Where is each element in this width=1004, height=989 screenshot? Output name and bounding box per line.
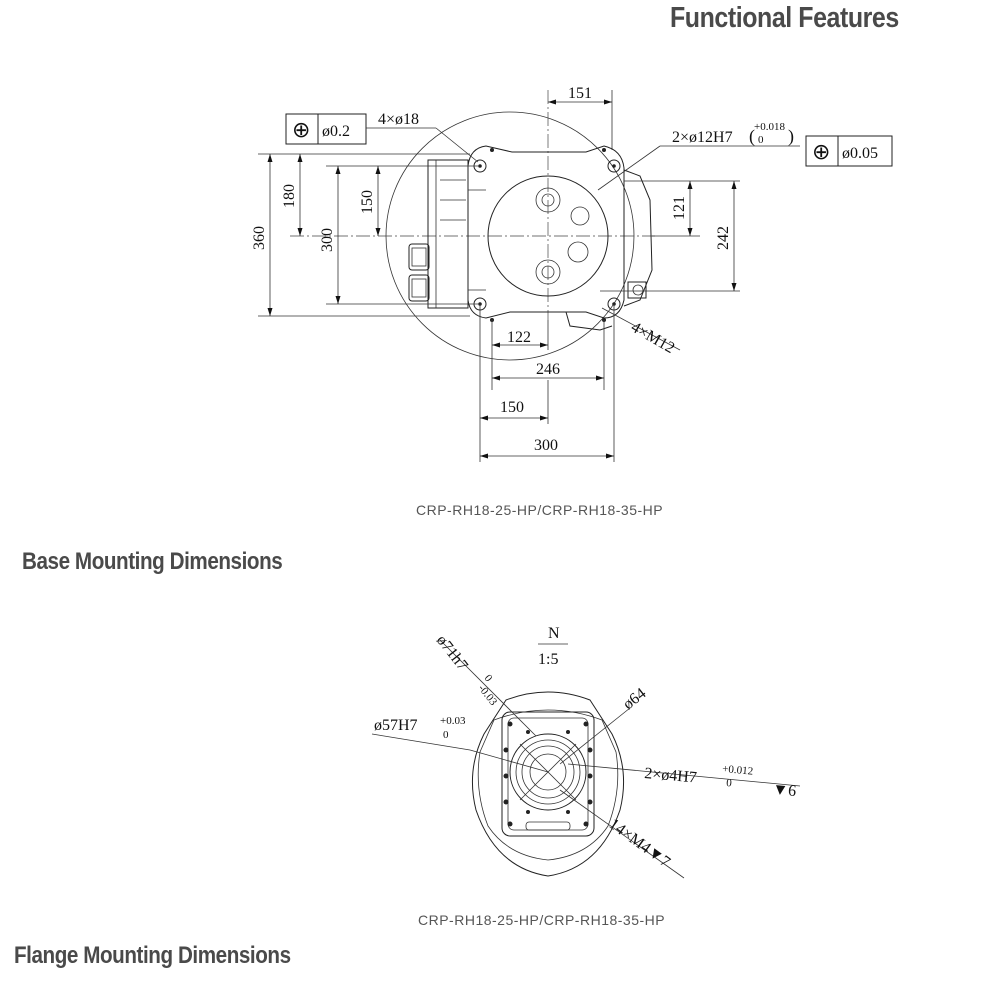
dim-246-label: 246 <box>536 361 560 378</box>
flange-pin-depth: ▼6 <box>772 781 797 800</box>
tolerance-frame-right: ⊕ ø0.05 2×ø12H7 +0.018 0 ( ) <box>597 121 893 191</box>
dim-242: 242 <box>600 180 740 292</box>
flange-holes <box>503 721 593 827</box>
bore-callout: ø57H7 <box>374 717 418 734</box>
section-heading-base: Base Mounting Dimensions <box>22 548 283 575</box>
flange-drawing-caption: CRP-RH18-25-HP/CRP-RH18-35-HP <box>418 912 666 928</box>
base-mounting-drawing: 151 360 180 300 150 <box>251 85 893 462</box>
dim-150h-label: 150 <box>500 399 524 416</box>
bore-tol-upper: +0.03 <box>440 715 466 727</box>
pcd-callout: ø64 <box>620 685 649 713</box>
connector-block <box>408 159 469 309</box>
flange-pin-tol-lower: 0 <box>726 777 733 789</box>
flange-pin-callout: 2×ø4H7 <box>644 765 698 787</box>
dim-360: 360 <box>251 153 470 317</box>
spigot-tol-lower: -0.03 <box>476 682 500 708</box>
dim-150-vertical: 150 <box>359 166 381 236</box>
svg-text:): ) <box>788 126 794 147</box>
pin-tol-lower: 0 <box>758 134 764 146</box>
base-drawing-caption: CRP-RH18-25-HP/CRP-RH18-35-HP <box>416 502 664 518</box>
dim-151-label: 151 <box>568 85 592 102</box>
tolerance-right-value: ø0.05 <box>842 145 878 162</box>
dim-180-label: 180 <box>281 184 298 208</box>
pin-callout: 2×ø12H7 <box>672 129 733 146</box>
dim-121-label: 121 <box>671 196 688 220</box>
dim-242-label: 242 <box>715 226 732 250</box>
flange-plate <box>501 711 595 837</box>
dim-122: 122 <box>491 320 549 390</box>
dim-150-horizontal: 150 <box>479 304 549 462</box>
dim-300v-label: 300 <box>319 228 336 252</box>
flange-thread-callout: 14×M4▼7 <box>606 815 674 871</box>
position-tolerance-icon: ⊕ <box>292 118 310 143</box>
thread-callout-label: 4×M12 <box>628 319 677 357</box>
flange-pin-tol-upper: +0.012 <box>722 763 754 778</box>
dim-360-label: 360 <box>251 226 268 250</box>
flange-mounting-drawing: N 1:5 ø71h7 0 -0.03 <box>371 625 801 879</box>
dim-150v-label: 150 <box>359 190 376 214</box>
dim-300h-label: 300 <box>534 437 558 454</box>
dim-300-horizontal: 300 <box>480 304 615 462</box>
dim-122-label: 122 <box>507 329 531 346</box>
view-label: N <box>548 625 560 642</box>
base-plate <box>467 145 653 331</box>
tolerance-left-value: ø0.2 <box>322 123 350 140</box>
dim-300-vertical: 300 <box>319 165 478 305</box>
view-scale: 1:5 <box>538 651 558 668</box>
dim-121: 121 <box>624 180 700 237</box>
bore-tol-lower: 0 <box>443 729 449 741</box>
flange-spigot <box>509 733 587 811</box>
spigot-callout: ø71h7 <box>433 632 471 674</box>
tolerance-frame-left: ⊕ ø0.2 4×ø18 <box>285 111 479 163</box>
position-tolerance-icon-right: ⊕ <box>812 140 830 165</box>
section-heading-flange: Flange Mounting Dimensions <box>14 942 291 969</box>
dim-246: 246 <box>492 320 605 390</box>
page-title: Functional Features <box>670 2 899 34</box>
dim-151: 151 <box>548 85 613 150</box>
svg-text:(: ( <box>749 126 755 147</box>
flange-housing <box>471 691 625 877</box>
holes-callout: 4×ø18 <box>378 111 419 128</box>
pin-tol-upper: +0.018 <box>754 121 785 133</box>
dim-180: 180 <box>281 154 303 236</box>
